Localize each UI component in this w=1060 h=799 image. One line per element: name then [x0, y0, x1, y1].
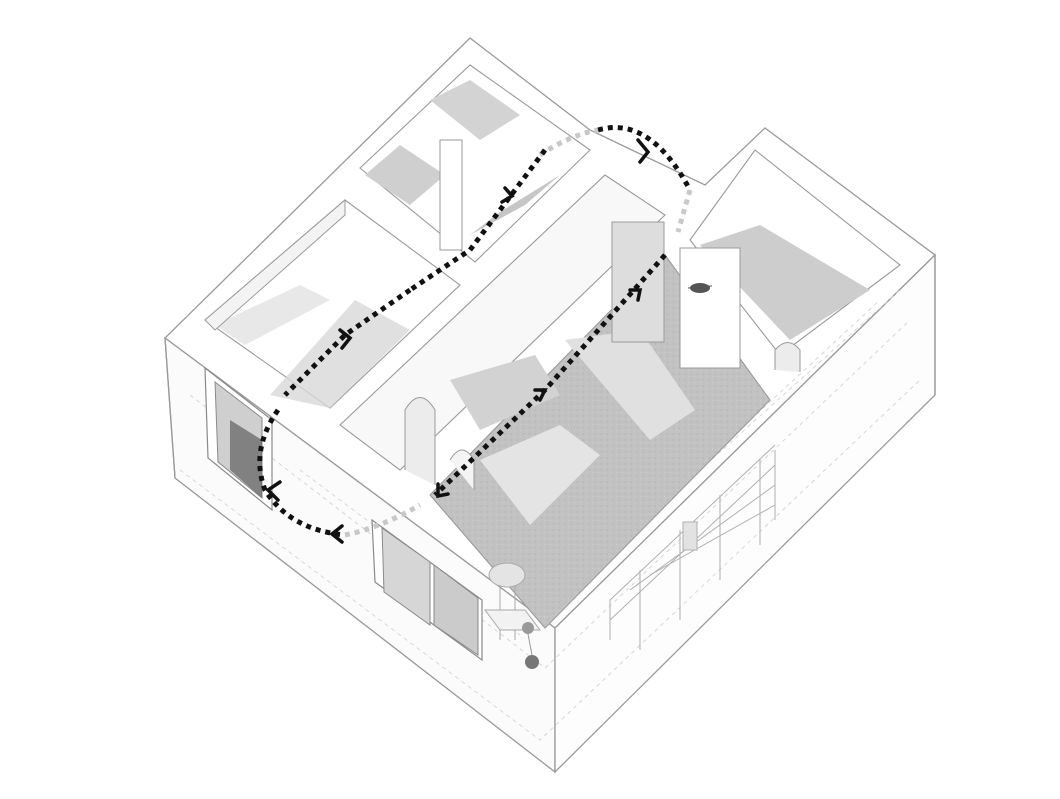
chevron-living-1: [628, 288, 643, 302]
chevron-top: [636, 138, 651, 164]
shelving-unit: [609, 444, 776, 650]
arrow-faded-top: [538, 127, 599, 158]
bedroom-wall-left: [204, 198, 346, 331]
arched-doorway-1: [404, 397, 436, 485]
living-floor-light-1: [480, 425, 600, 525]
bathroom-partition: [439, 139, 463, 251]
arrow-faded-right: [675, 189, 693, 233]
chevron-bed: [338, 328, 353, 350]
arrow-arc-left: [257, 408, 346, 538]
arrow-bathroom-diagonal: [408, 148, 547, 293]
window-left: [204, 366, 273, 512]
chevron-bath: [500, 186, 515, 204]
living-floor-light-3: [450, 355, 560, 430]
chevron-bottom: [329, 524, 344, 544]
living-wall-back: [339, 174, 666, 471]
hanging-cloth: [682, 521, 698, 551]
kitchen-floor-shade: [700, 225, 870, 340]
bathroom-floor-shade-3: [470, 175, 560, 235]
arrow-faded-left: [344, 502, 422, 538]
living-floor-light-2: [565, 330, 695, 440]
arrow-chevrons: [265, 138, 651, 544]
bedroom-floor-shade: [270, 300, 410, 408]
chevron-left: [265, 480, 282, 502]
arrow-arc-top: [597, 125, 693, 192]
room-kitchen: [679, 149, 901, 372]
lamp-icon: [522, 622, 539, 669]
room-bedroom: [204, 198, 461, 409]
bathroom-floor-shade-1: [365, 145, 445, 205]
bathroom-floor-shade-2: [430, 80, 520, 140]
bedroom-light-patch: [215, 285, 330, 345]
chevron-living-2: [533, 388, 548, 402]
living-door-frame: [611, 221, 665, 343]
kitchen-counter: [679, 247, 741, 369]
kitchen-appliance-icon: [687, 283, 713, 293]
window-front: [371, 518, 483, 662]
kitchen-arch: [774, 342, 801, 372]
room-bathroom: [359, 64, 591, 263]
chevron-living-3: [436, 482, 450, 499]
